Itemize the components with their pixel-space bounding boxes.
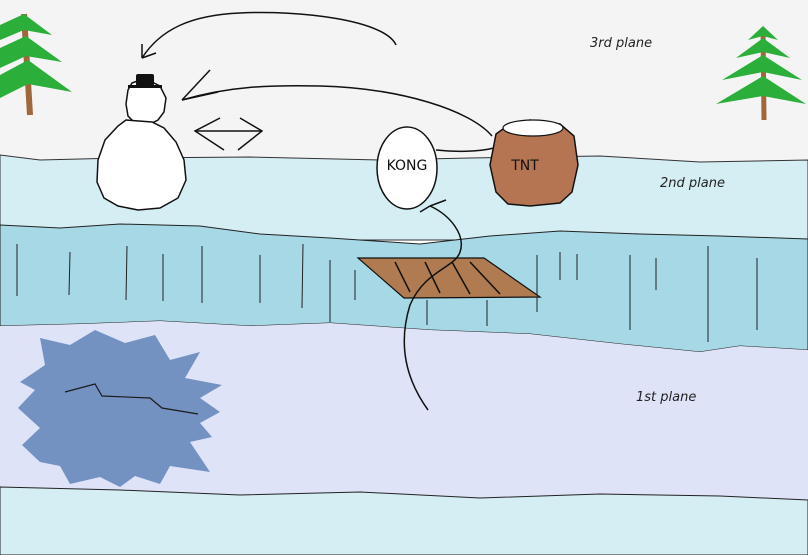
ice-crack — [64, 383, 199, 415]
arrow-to-snowman-icon — [141, 11, 397, 59]
first-plane-ground — [0, 321, 808, 500]
tnt-barrel-label: TNT — [511, 158, 539, 174]
second-plane-label: 2nd plane — [660, 176, 725, 191]
arrow-tnt-to-snowman-icon — [181, 69, 493, 137]
third-plane-label: 3rd plane — [590, 36, 653, 51]
top-hat-icon — [136, 74, 154, 86]
tnt-barrel[interactable] — [489, 119, 579, 207]
tree-left-icon — [0, 13, 72, 116]
ice-blob — [18, 330, 222, 487]
water-ripples — [16, 243, 758, 342]
double-arrow-icon — [193, 117, 264, 151]
bottom-band — [0, 486, 808, 556]
kong-barrel[interactable] — [376, 126, 438, 210]
first-plane-label: 1st plane — [636, 390, 697, 405]
snowman-enemy — [96, 74, 187, 211]
kong-barrel-label: KONG — [386, 158, 428, 174]
tree-right-icon — [716, 26, 806, 121]
wooden-raft[interactable] — [356, 257, 542, 299]
kong-tnt-link — [435, 147, 495, 153]
arrow-raft-to-kong-icon — [403, 199, 462, 411]
